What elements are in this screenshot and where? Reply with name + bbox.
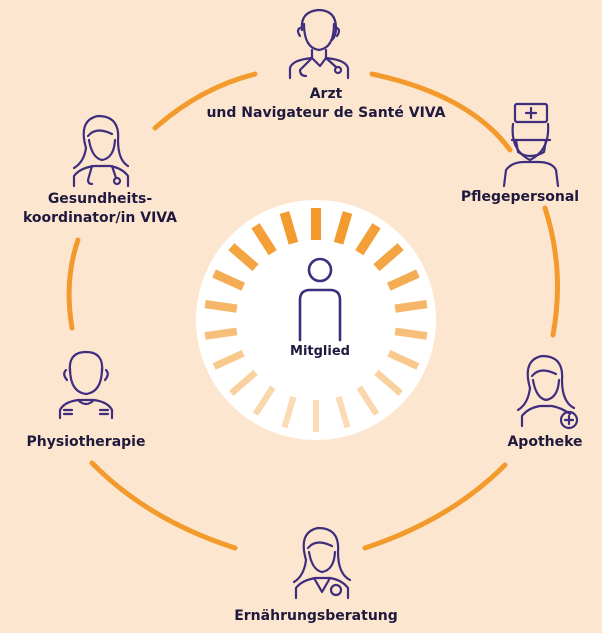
sunburst-ray <box>251 223 277 256</box>
sunburst-ray <box>386 269 420 291</box>
pharmacist-cross-icon <box>516 354 579 430</box>
node-label-arzt-line2: und Navigateur de Santé VIVA <box>206 105 446 121</box>
node-label-apotheke-line1: Apotheke <box>507 434 583 450</box>
arc-physio-koordinator <box>66 237 81 331</box>
arc-ernaehrung-physio <box>89 460 238 551</box>
center-label-mitglied: Mitglied <box>290 344 350 359</box>
sunburst-ray <box>229 369 258 396</box>
node-label-pflegepersonal: Pflegepersonal <box>450 188 590 207</box>
node-label-ernaehrungsberatung-line1: Ernährungsberatung <box>234 608 398 624</box>
doctor-stethoscope-icon <box>288 8 350 80</box>
node-label-koordinator: Gesundheits- koordinator/in VIVA <box>10 190 190 228</box>
connector-ring <box>66 71 560 551</box>
sunburst-ray <box>252 385 276 416</box>
sunburst-ray <box>204 299 238 313</box>
sunburst-ray <box>387 349 420 370</box>
sunburst-ray <box>394 327 428 340</box>
arc-pflege-apotheke <box>542 205 560 338</box>
sunburst-ray <box>228 243 259 272</box>
sunburst-ray <box>279 211 299 245</box>
node-label-ernaehrungsberatung: Ernährungsberatung <box>216 607 416 626</box>
nurse-mask-icon <box>502 102 560 188</box>
node-label-arzt-line1: Arzt <box>309 86 343 102</box>
sunburst-rays <box>204 208 428 432</box>
node-label-apotheke: Apotheke <box>495 433 595 452</box>
sunburst-ray <box>355 223 381 256</box>
sunburst-ray <box>394 299 428 313</box>
health-coordinator-stethoscope-icon <box>72 114 130 188</box>
sunburst-ray <box>212 349 245 370</box>
node-label-physiotherapie-line1: Physiotherapie <box>26 434 146 450</box>
arc-koordinator-arzt <box>152 71 258 131</box>
physiotherapist-icon <box>58 350 114 420</box>
nutritionist-apple-icon <box>292 526 352 600</box>
center-disc <box>196 200 436 440</box>
node-label-arzt: Arzt und Navigateur de Santé VIVA <box>176 85 476 123</box>
sunburst-ray <box>212 269 246 291</box>
sunburst-ray <box>333 211 353 245</box>
sunburst-ray <box>281 395 297 429</box>
arc-apotheke-ernaehrung <box>362 462 508 551</box>
sunburst-ray <box>373 243 404 272</box>
node-label-koordinator-line2: koordinator/in VIVA <box>22 210 178 226</box>
sunburst-ray <box>356 385 380 416</box>
sunburst-ray <box>374 369 403 396</box>
sunburst-ray <box>204 327 238 340</box>
arc-arzt-pflege <box>369 71 513 153</box>
member-person-icon <box>298 257 342 342</box>
node-label-koordinator-line1: Gesundheits- <box>47 191 153 207</box>
node-label-physiotherapie: Physiotherapie <box>16 433 156 452</box>
node-label-pflegepersonal-line1: Pflegepersonal <box>460 189 580 205</box>
sunburst-ray <box>335 395 351 429</box>
